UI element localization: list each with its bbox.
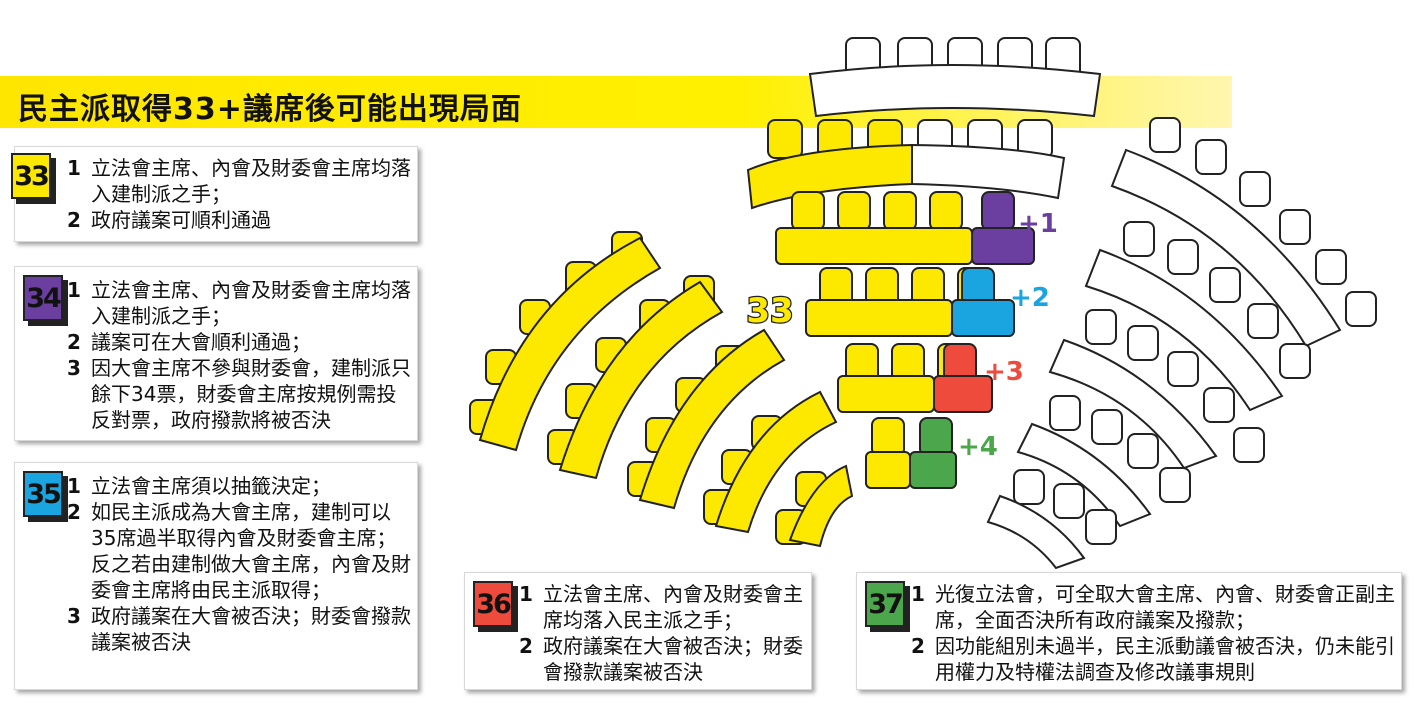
seat [1209, 267, 1241, 303]
seat [1159, 467, 1191, 503]
seat [1247, 303, 1279, 339]
bench-left-arc-4 [714, 390, 838, 534]
bench-top-row [808, 64, 1102, 118]
extra-seat-4 [919, 417, 953, 457]
bench-right-arc-2 [1084, 248, 1284, 412]
bench-yellow-2 [805, 299, 953, 337]
seat [791, 191, 825, 231]
bench-right-arc-5 [986, 494, 1086, 570]
seat [871, 417, 905, 457]
seat [1085, 509, 1117, 545]
seat [1279, 343, 1311, 379]
page-title: 民主派取得33+議席後可能出現局面 [18, 92, 522, 127]
bench-left-arc-3 [638, 328, 786, 510]
bench-right-arc-3 [1048, 338, 1218, 470]
bench-left-arc-5 [788, 464, 854, 548]
seat [1127, 325, 1159, 361]
seat [1345, 291, 1377, 327]
increment-label-plus1: +1 [1018, 209, 1058, 239]
scenario-badge-33: 33 [11, 153, 51, 199]
scenario-badge-37: 37 [865, 581, 905, 627]
bench-yellow-3 [837, 375, 935, 413]
seat [1123, 221, 1155, 257]
seat [1233, 427, 1265, 463]
base-seat-count-label: 33 [746, 291, 793, 331]
seat [1049, 395, 1081, 431]
seat [1203, 387, 1235, 423]
bench-yellow-4 [865, 451, 911, 489]
scenario-badge-36: 36 [473, 581, 513, 627]
seat [1013, 469, 1045, 505]
bench-extra-2 [951, 299, 1015, 337]
seat [1127, 433, 1159, 469]
bench-left-arc-2 [558, 280, 724, 480]
bench-row2-white [911, 143, 1066, 200]
bench-extra-4 [909, 451, 957, 489]
seat [1085, 309, 1117, 345]
bench-right-arc-1 [1110, 148, 1342, 348]
seat [929, 191, 963, 231]
seat [837, 191, 871, 231]
bench-yellow-1 [775, 227, 973, 265]
seat [1239, 171, 1271, 207]
seat [1167, 239, 1199, 275]
bench-left-arc-1 [478, 236, 662, 452]
seat [1091, 409, 1123, 445]
seat [883, 191, 917, 231]
seat [1315, 249, 1347, 285]
scenario-badge-34: 34 [23, 275, 63, 321]
bench-extra-1 [971, 227, 1035, 265]
increment-label-plus3: +3 [984, 357, 1024, 387]
seat [767, 119, 803, 159]
seat [1053, 483, 1085, 519]
seat [1167, 351, 1199, 387]
seat [1195, 139, 1227, 175]
extra-seat-1 [981, 191, 1015, 231]
bench-extra-3 [933, 375, 993, 413]
bench-right-arc-4 [1016, 422, 1152, 528]
seat [1149, 117, 1181, 153]
increment-label-plus2: +2 [1010, 283, 1050, 313]
seat [1279, 209, 1311, 245]
scenario-badge-35: 35 [23, 471, 63, 517]
increment-label-plus4: +4 [958, 432, 998, 462]
